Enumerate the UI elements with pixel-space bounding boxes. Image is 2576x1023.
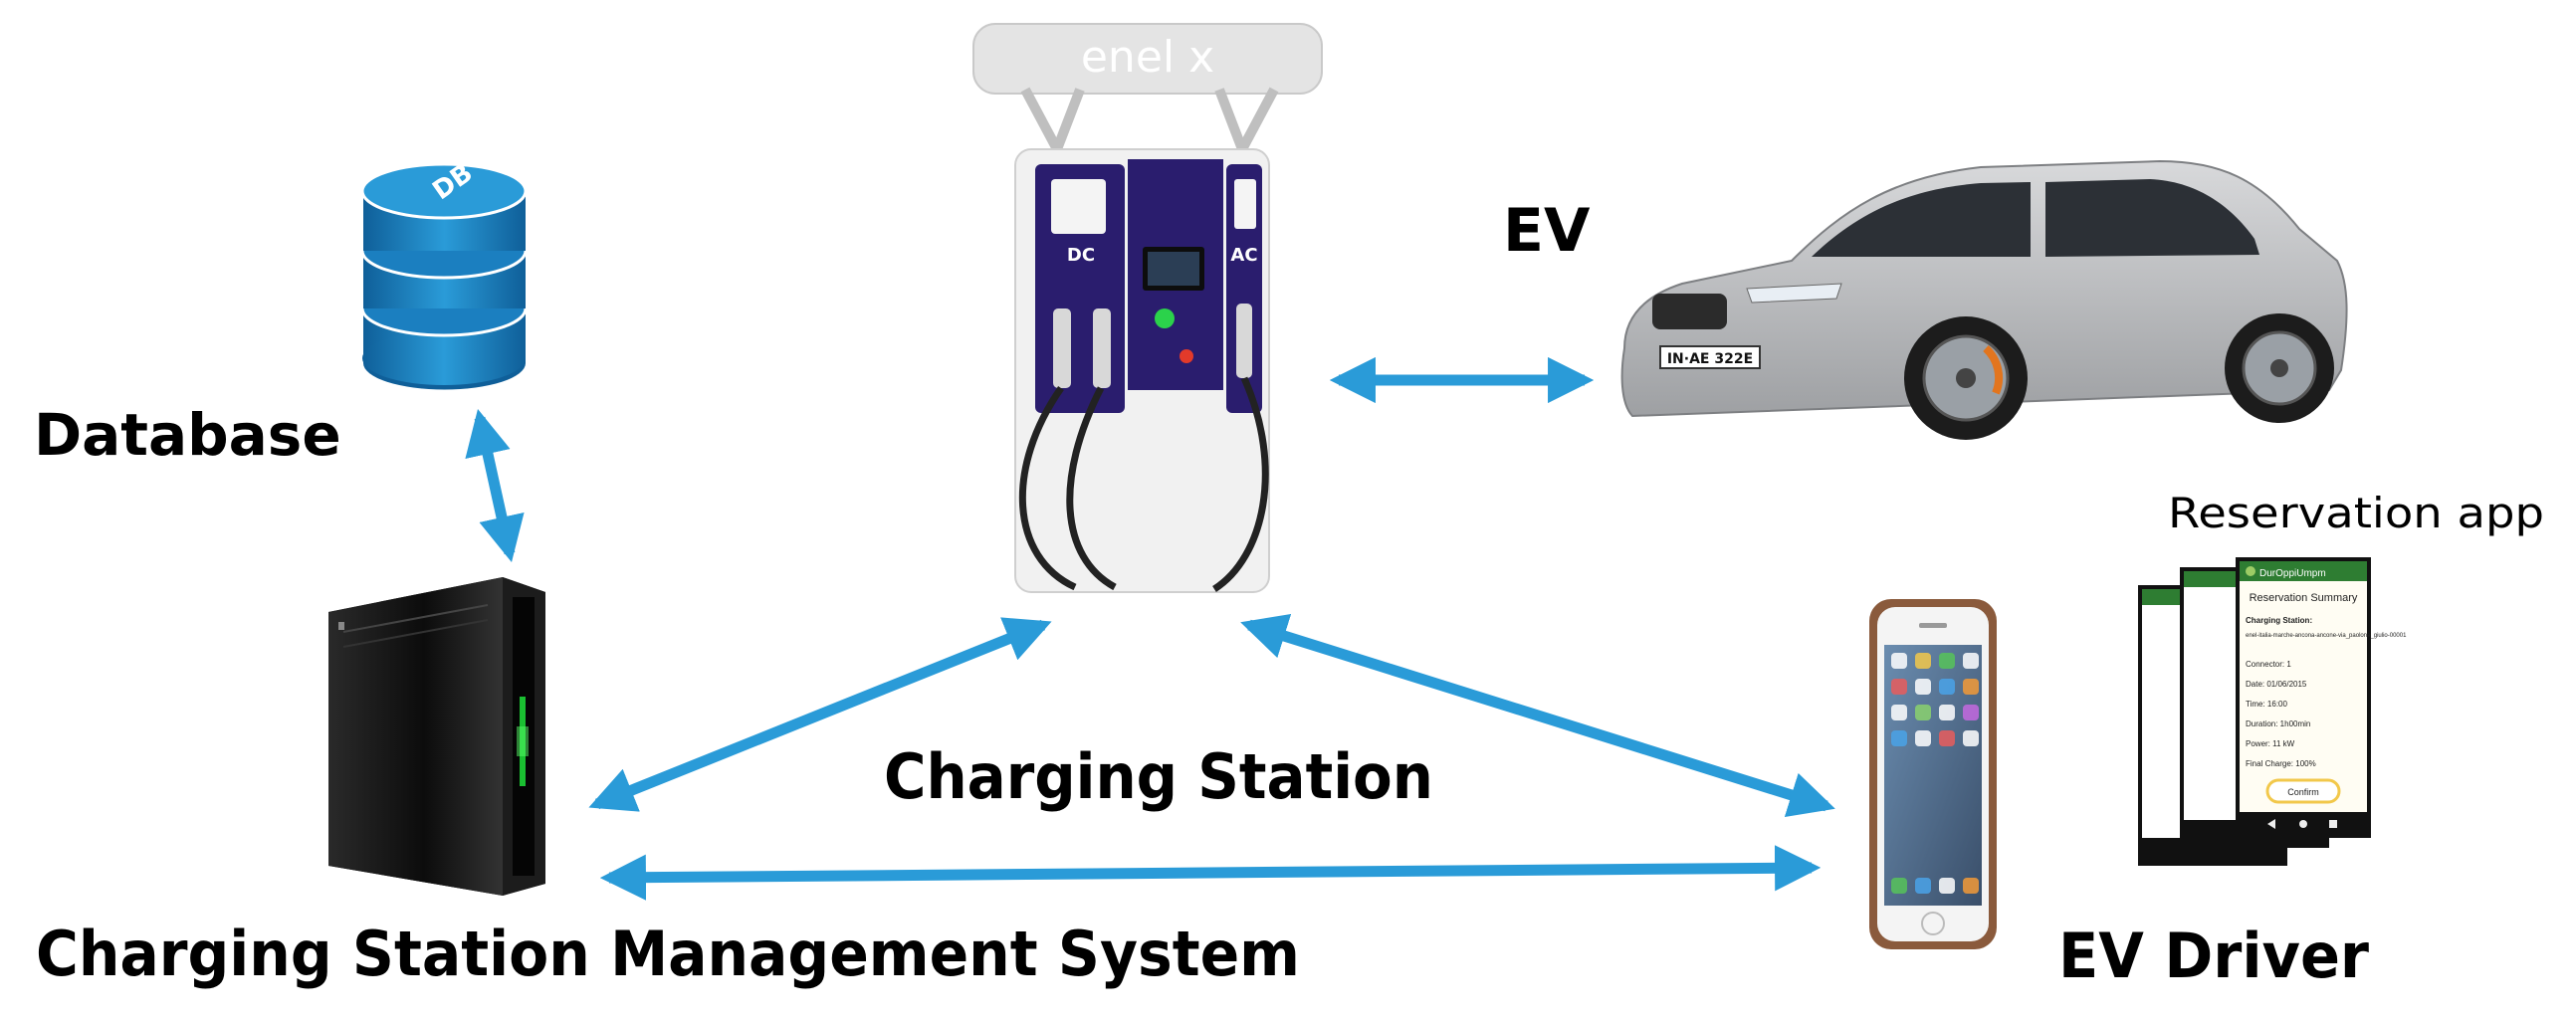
arrow-database-csms	[465, 408, 525, 563]
app-row-3: Date: 01/06/2015	[2246, 680, 2307, 689]
app-row-7: Final Charge: 100%	[2246, 759, 2316, 768]
ac-label: AC	[1230, 245, 1257, 266]
database-icon: DB	[360, 158, 528, 390]
app-row-5: Duration: 1h00min	[2246, 719, 2310, 728]
label-reservation-app: Reservation app	[2168, 489, 2544, 537]
app-screens-icon: DurOppiUmpm Reservation Summary Charging…	[2138, 557, 2407, 866]
server-icon	[328, 577, 545, 896]
app-row-6: Power: 11 kW	[2246, 739, 2295, 748]
arrow-charger-driver	[1240, 614, 1835, 817]
label-ev: EV	[1503, 196, 1591, 266]
charging-station-icon: enel x DC AC	[972, 23, 1323, 593]
app-row-4: Time: 16:00	[2246, 700, 2287, 709]
smartphone-icon	[1869, 599, 1997, 949]
charger-brand-text: enel x	[1081, 32, 1214, 83]
car-plate-text: IN·AE 322E	[1667, 351, 1753, 367]
app-confirm-button	[2265, 778, 2341, 804]
app-row-1: enel-italia-marche-ancona-ancone-via_pao…	[2246, 633, 2407, 639]
car-icon: IN·AE 322E	[1620, 159, 2348, 440]
label-database: Database	[34, 401, 341, 469]
app-confirm-text: Confirm	[2287, 787, 2319, 797]
app-header-text: DurOppiUmpm	[2259, 568, 2326, 579]
app-title-text: Reservation Summary	[2250, 592, 2358, 604]
app-row-2: Connector: 1	[2246, 660, 2291, 669]
arrows	[465, 356, 1835, 901]
label-csms: Charging Station Management System	[36, 918, 1300, 990]
app-row-0: Charging Station:	[2246, 616, 2312, 625]
arrow-csms-driver	[599, 845, 1822, 901]
dc-label: DC	[1067, 245, 1095, 266]
label-ev-driver: EV Driver	[2058, 920, 2369, 992]
label-charging-station: Charging Station	[884, 740, 1433, 813]
arrow-csms-charger	[588, 617, 1052, 812]
